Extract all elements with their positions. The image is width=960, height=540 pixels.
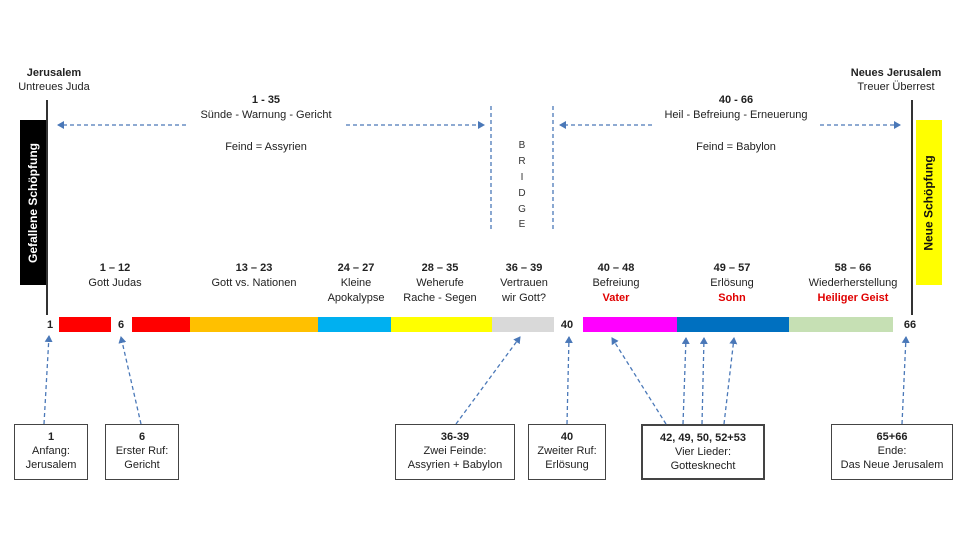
timeline-segment-6-12 <box>131 317 190 332</box>
section-label: Gott vs. Nationen <box>211 277 297 289</box>
new-creation-bar: Neue Schöpfung <box>916 120 942 285</box>
note-box-line: Erlösung <box>545 459 589 471</box>
timeline-number-start: 1 <box>46 319 54 331</box>
right-section-range: 40 - 66 <box>718 94 754 106</box>
note-box-first-call: 6 Erster Ruf: Gericht <box>105 424 179 480</box>
left-label-title: Jerusalem <box>26 67 82 79</box>
timeline-number-six: 6 <box>117 319 125 331</box>
section-label-red: Heiliger Geist <box>817 292 889 304</box>
section-label-2: Rache - Segen <box>403 292 477 304</box>
note-box-line: Das Neue Jerusalem <box>840 459 944 471</box>
note-box-start: 1 Anfang: Jerusalem <box>14 424 88 480</box>
section-range: 40 – 48 <box>597 262 635 274</box>
section-range: 13 – 23 <box>235 262 273 274</box>
timeline-segment-28-35 <box>391 317 492 332</box>
arrow-song-49 <box>681 337 690 425</box>
right-label-subtitle: Treuer Überrest <box>857 81 935 93</box>
section-range: 28 – 35 <box>421 262 459 274</box>
section-label-red: Sohn <box>718 292 746 304</box>
arrow-song-42 <box>611 337 667 425</box>
bridge: B R I D G E <box>491 106 553 232</box>
section-label: Weherufe <box>416 277 464 289</box>
bridge-letter: R <box>518 156 526 167</box>
note-box-title: 6 <box>138 431 146 443</box>
section-label: Kleine <box>340 277 372 289</box>
note-box-line: Ende: <box>877 445 907 457</box>
section-range: 36 – 39 <box>505 262 543 274</box>
left-section-range: 1 - 35 <box>251 94 281 106</box>
left-vertical-line <box>46 100 48 315</box>
left-section-subtitle: Sünde - Warnung - Gericht <box>200 109 332 121</box>
section-label: Erlösung <box>710 277 754 289</box>
timeline-segment-24-27 <box>318 317 391 332</box>
timeline-bar <box>59 317 896 332</box>
note-box-title: 42, 49, 50, 52+53 <box>660 432 746 444</box>
bridge-letter: D <box>518 188 526 199</box>
section-label-red: Vater <box>602 292 630 304</box>
section-label-2: Apokalypse <box>327 292 385 304</box>
arrow-box-second-call <box>564 336 573 425</box>
note-box-title: 65+66 <box>876 431 908 443</box>
right-vertical-line <box>911 100 913 315</box>
bridge-letter: I <box>520 172 524 183</box>
note-box-servant-songs: 42, 49, 50, 52+53 Vier Lieder: Gotteskne… <box>641 424 765 480</box>
section-range: 58 – 66 <box>834 262 872 274</box>
section-label: Wiederherstellung <box>808 277 898 289</box>
note-box-line: Assyrien + Babylon <box>407 459 503 471</box>
timeline-number-end: 66 <box>903 319 917 331</box>
arrow-box-end <box>901 336 910 425</box>
timeline-segment-1-5 <box>59 317 111 332</box>
note-box-title: 40 <box>560 431 574 443</box>
bridge-letter: B <box>518 140 526 151</box>
timeline-segment-13-23 <box>190 317 318 332</box>
section-range: 24 – 27 <box>337 262 375 274</box>
note-box-end: 65+66 Ende: Das Neue Jerusalem <box>831 424 953 480</box>
arrow-box-start <box>43 335 53 425</box>
arrow-box-first-call <box>118 336 142 425</box>
timeline-segment-40-48 <box>583 317 677 332</box>
section-range: 49 – 57 <box>713 262 751 274</box>
timeline-segment-36-39 <box>492 317 554 332</box>
right-section-subtitle: Heil - Befreiung - Erneuerung <box>664 109 808 121</box>
arrow-song-50 <box>699 337 708 425</box>
bridge-letter: E <box>518 219 526 230</box>
right-section-enemy: Feind = Babylon <box>696 141 776 153</box>
timeline-segment-49-57 <box>677 317 789 332</box>
bridge-letter: G <box>518 204 526 215</box>
note-box-second-call: 40 Zweiter Ruf: Erlösung <box>528 424 606 480</box>
arrow-box-two-enemies <box>455 336 521 425</box>
timeline-segment-58-66 <box>789 317 893 332</box>
note-box-line: Vier Lieder: <box>674 446 732 458</box>
left-label-subtitle: Untreues Juda <box>18 81 90 93</box>
timeline-number-forty: 40 <box>560 319 574 331</box>
note-box-line: Jerusalem <box>25 459 77 471</box>
bridge-outline <box>490 106 554 232</box>
section-label-2: wir Gott? <box>501 292 546 304</box>
note-box-line: Gericht <box>124 459 160 471</box>
note-box-line: Zwei Feinde: <box>423 445 487 457</box>
section-label: Befreiung <box>592 277 640 289</box>
note-box-line: Zweiter Ruf: <box>537 445 597 457</box>
right-label-title: Neues Jerusalem <box>850 67 942 79</box>
note-box-line: Erster Ruf: <box>115 445 169 457</box>
section-label: Gott Judas <box>88 277 142 289</box>
note-box-two-enemies: 36-39 Zwei Feinde: Assyrien + Babylon <box>395 424 515 480</box>
note-box-title: 1 <box>47 431 55 443</box>
arrow-song-52 <box>723 337 738 425</box>
section-range: 1 – 12 <box>99 262 131 274</box>
note-box-line: Anfang: <box>32 445 70 457</box>
note-box-title: 36-39 <box>440 431 470 443</box>
left-section-enemy: Feind = Assyrien <box>225 141 307 153</box>
section-label: Vertrauen <box>500 277 548 289</box>
note-box-line: Gottesknecht <box>670 460 736 472</box>
fallen-creation-bar: Gefallene Schöpfung <box>20 120 46 285</box>
